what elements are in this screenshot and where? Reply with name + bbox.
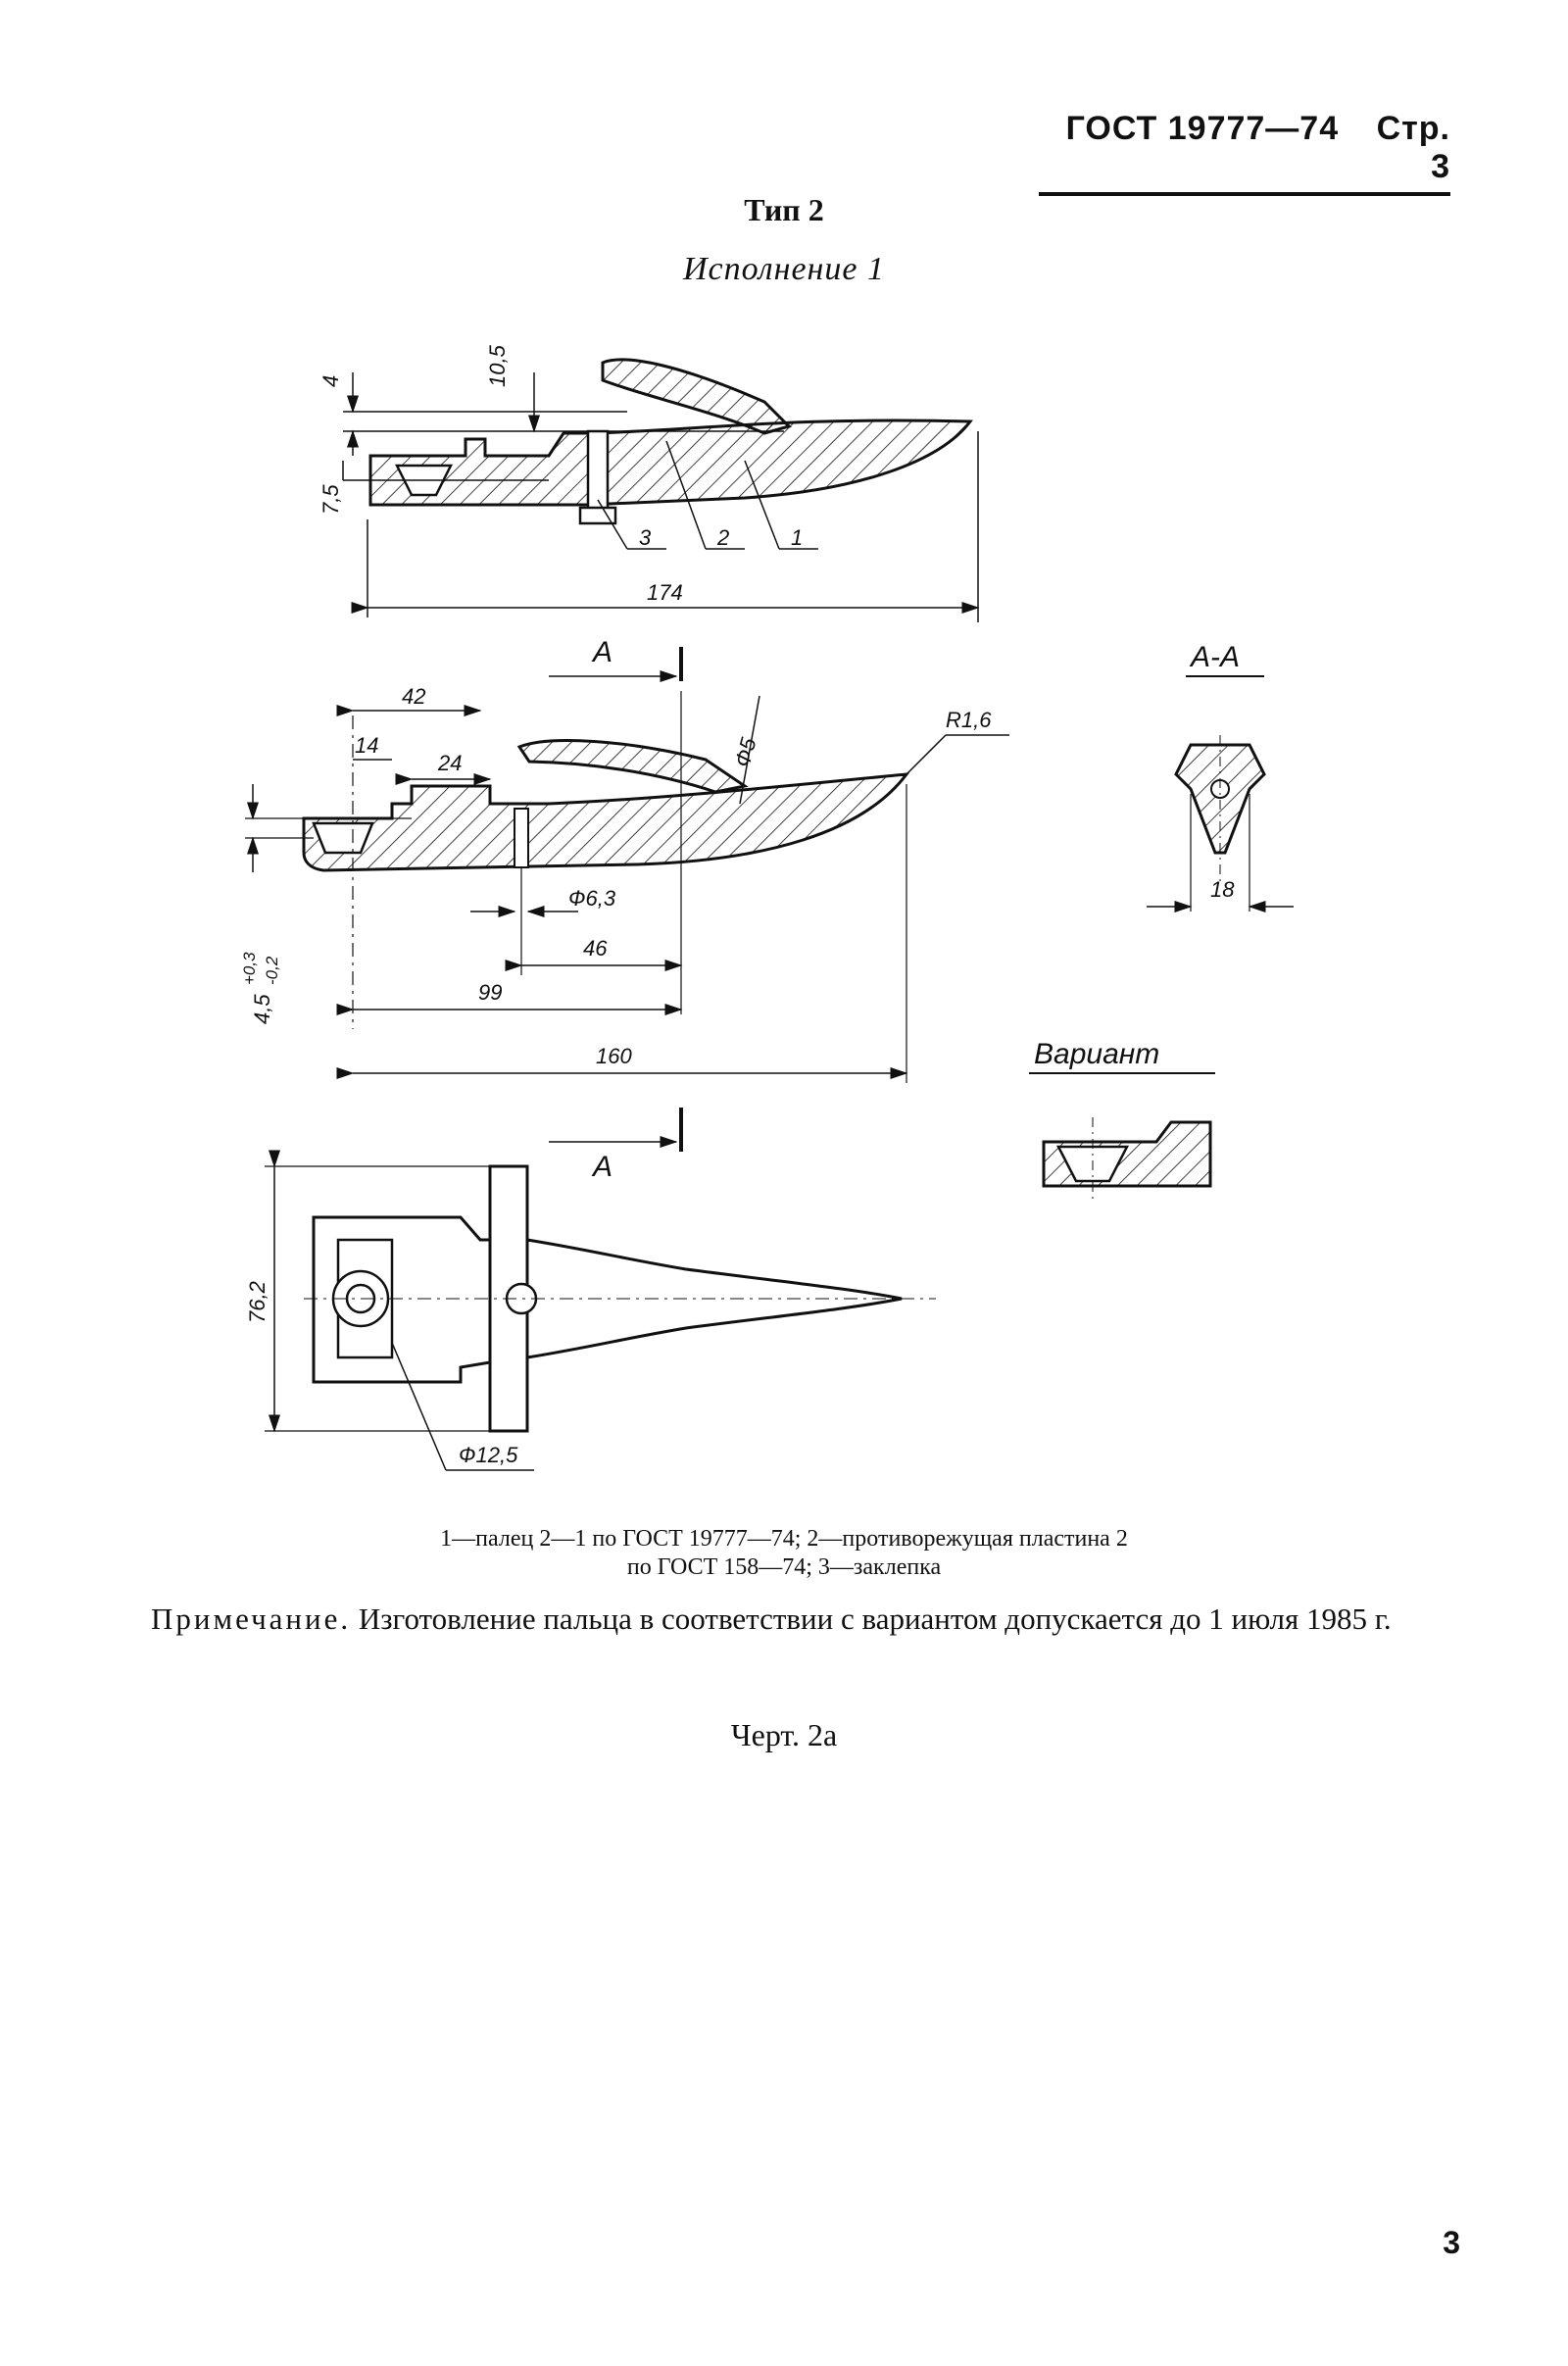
section-aa: А-А 18	[1147, 641, 1294, 912]
dim-46: 46	[583, 936, 608, 961]
side-view: 174 4 10,5 7,5 3 2 1	[318, 344, 980, 622]
part-label-1: 1	[791, 525, 803, 550]
note: Примечание. Изготовление пальца в соотве…	[151, 1600, 1445, 1639]
figure-caption: Черт. 2а	[730, 1717, 838, 1752]
dim-14: 14	[355, 733, 378, 758]
plate-shape	[601, 358, 792, 435]
type-title: Тип 2	[744, 192, 824, 227]
finger-body	[368, 419, 973, 507]
dim-174: 174	[647, 580, 683, 605]
legend-line-2: по ГОСТ 158—74; 3—заклепка	[626, 1554, 942, 1580]
dim-r1-6: R1,6	[946, 708, 992, 732]
dim-4: 4	[318, 375, 343, 387]
plate-shape-middle	[516, 739, 749, 794]
dim-42: 42	[402, 684, 425, 709]
dim-d12-5: Ф12,5	[459, 1443, 518, 1467]
note-text: Изготовление пальца в соответствии с вар…	[351, 1602, 1392, 1636]
part-label-2: 2	[716, 525, 729, 550]
variant-view: Вариант	[1029, 1038, 1215, 1201]
tolerance-label: 4,5 +0,3 -0,2	[240, 952, 281, 1024]
section-mark-top: А	[591, 636, 612, 668]
section-mark-bottom: А	[591, 1151, 612, 1183]
rivet	[586, 429, 610, 521]
dim-7-5: 7,5	[318, 484, 343, 515]
dim-d5: Ф5	[730, 734, 761, 769]
page-label: Стр. 3	[1376, 110, 1450, 185]
variant-label: Вариант	[1034, 1038, 1159, 1070]
finger-body-middle	[302, 772, 910, 872]
part-label-3: 3	[639, 525, 652, 550]
dim-24: 24	[437, 751, 462, 775]
middle-view: А 42 14 24 Ф5 R1,6 Ф6,3 46 99 160	[240, 636, 1009, 1183]
legend-line-1: 1—палец 2—1 по ГОСТ 19777—74; 2—противор…	[440, 1526, 1128, 1552]
section-dim-18: 18	[1210, 877, 1235, 902]
page-number: 3	[1443, 2225, 1460, 2260]
dim-d6-3: Ф6,3	[568, 886, 616, 911]
variant-title: Исполнение 1	[682, 251, 886, 287]
page-header: ГОСТ 19777—74 Стр. 3	[1039, 110, 1450, 196]
plan-view: 76,2 Ф12,5	[245, 1150, 936, 1471]
svg-text:-0,2: -0,2	[263, 956, 281, 985]
svg-text:+0,3: +0,3	[240, 952, 259, 985]
technical-drawing: 174 4 10,5 7,5 3 2 1 А 42 14	[240, 344, 1294, 1471]
note-label: Примечание.	[151, 1602, 352, 1636]
svg-text:4,5: 4,5	[250, 994, 274, 1024]
dim-76-2: 76,2	[245, 1281, 270, 1323]
dim-160: 160	[596, 1044, 632, 1068]
legend: 1—палец 2—1 по ГОСТ 19777—74; 2—противор…	[0, 1525, 1568, 1582]
dim-10-5: 10,5	[485, 344, 510, 387]
section-title: А-А	[1189, 641, 1240, 673]
standard-number: ГОСТ 19777—74	[1065, 110, 1340, 147]
dim-99: 99	[478, 980, 502, 1005]
